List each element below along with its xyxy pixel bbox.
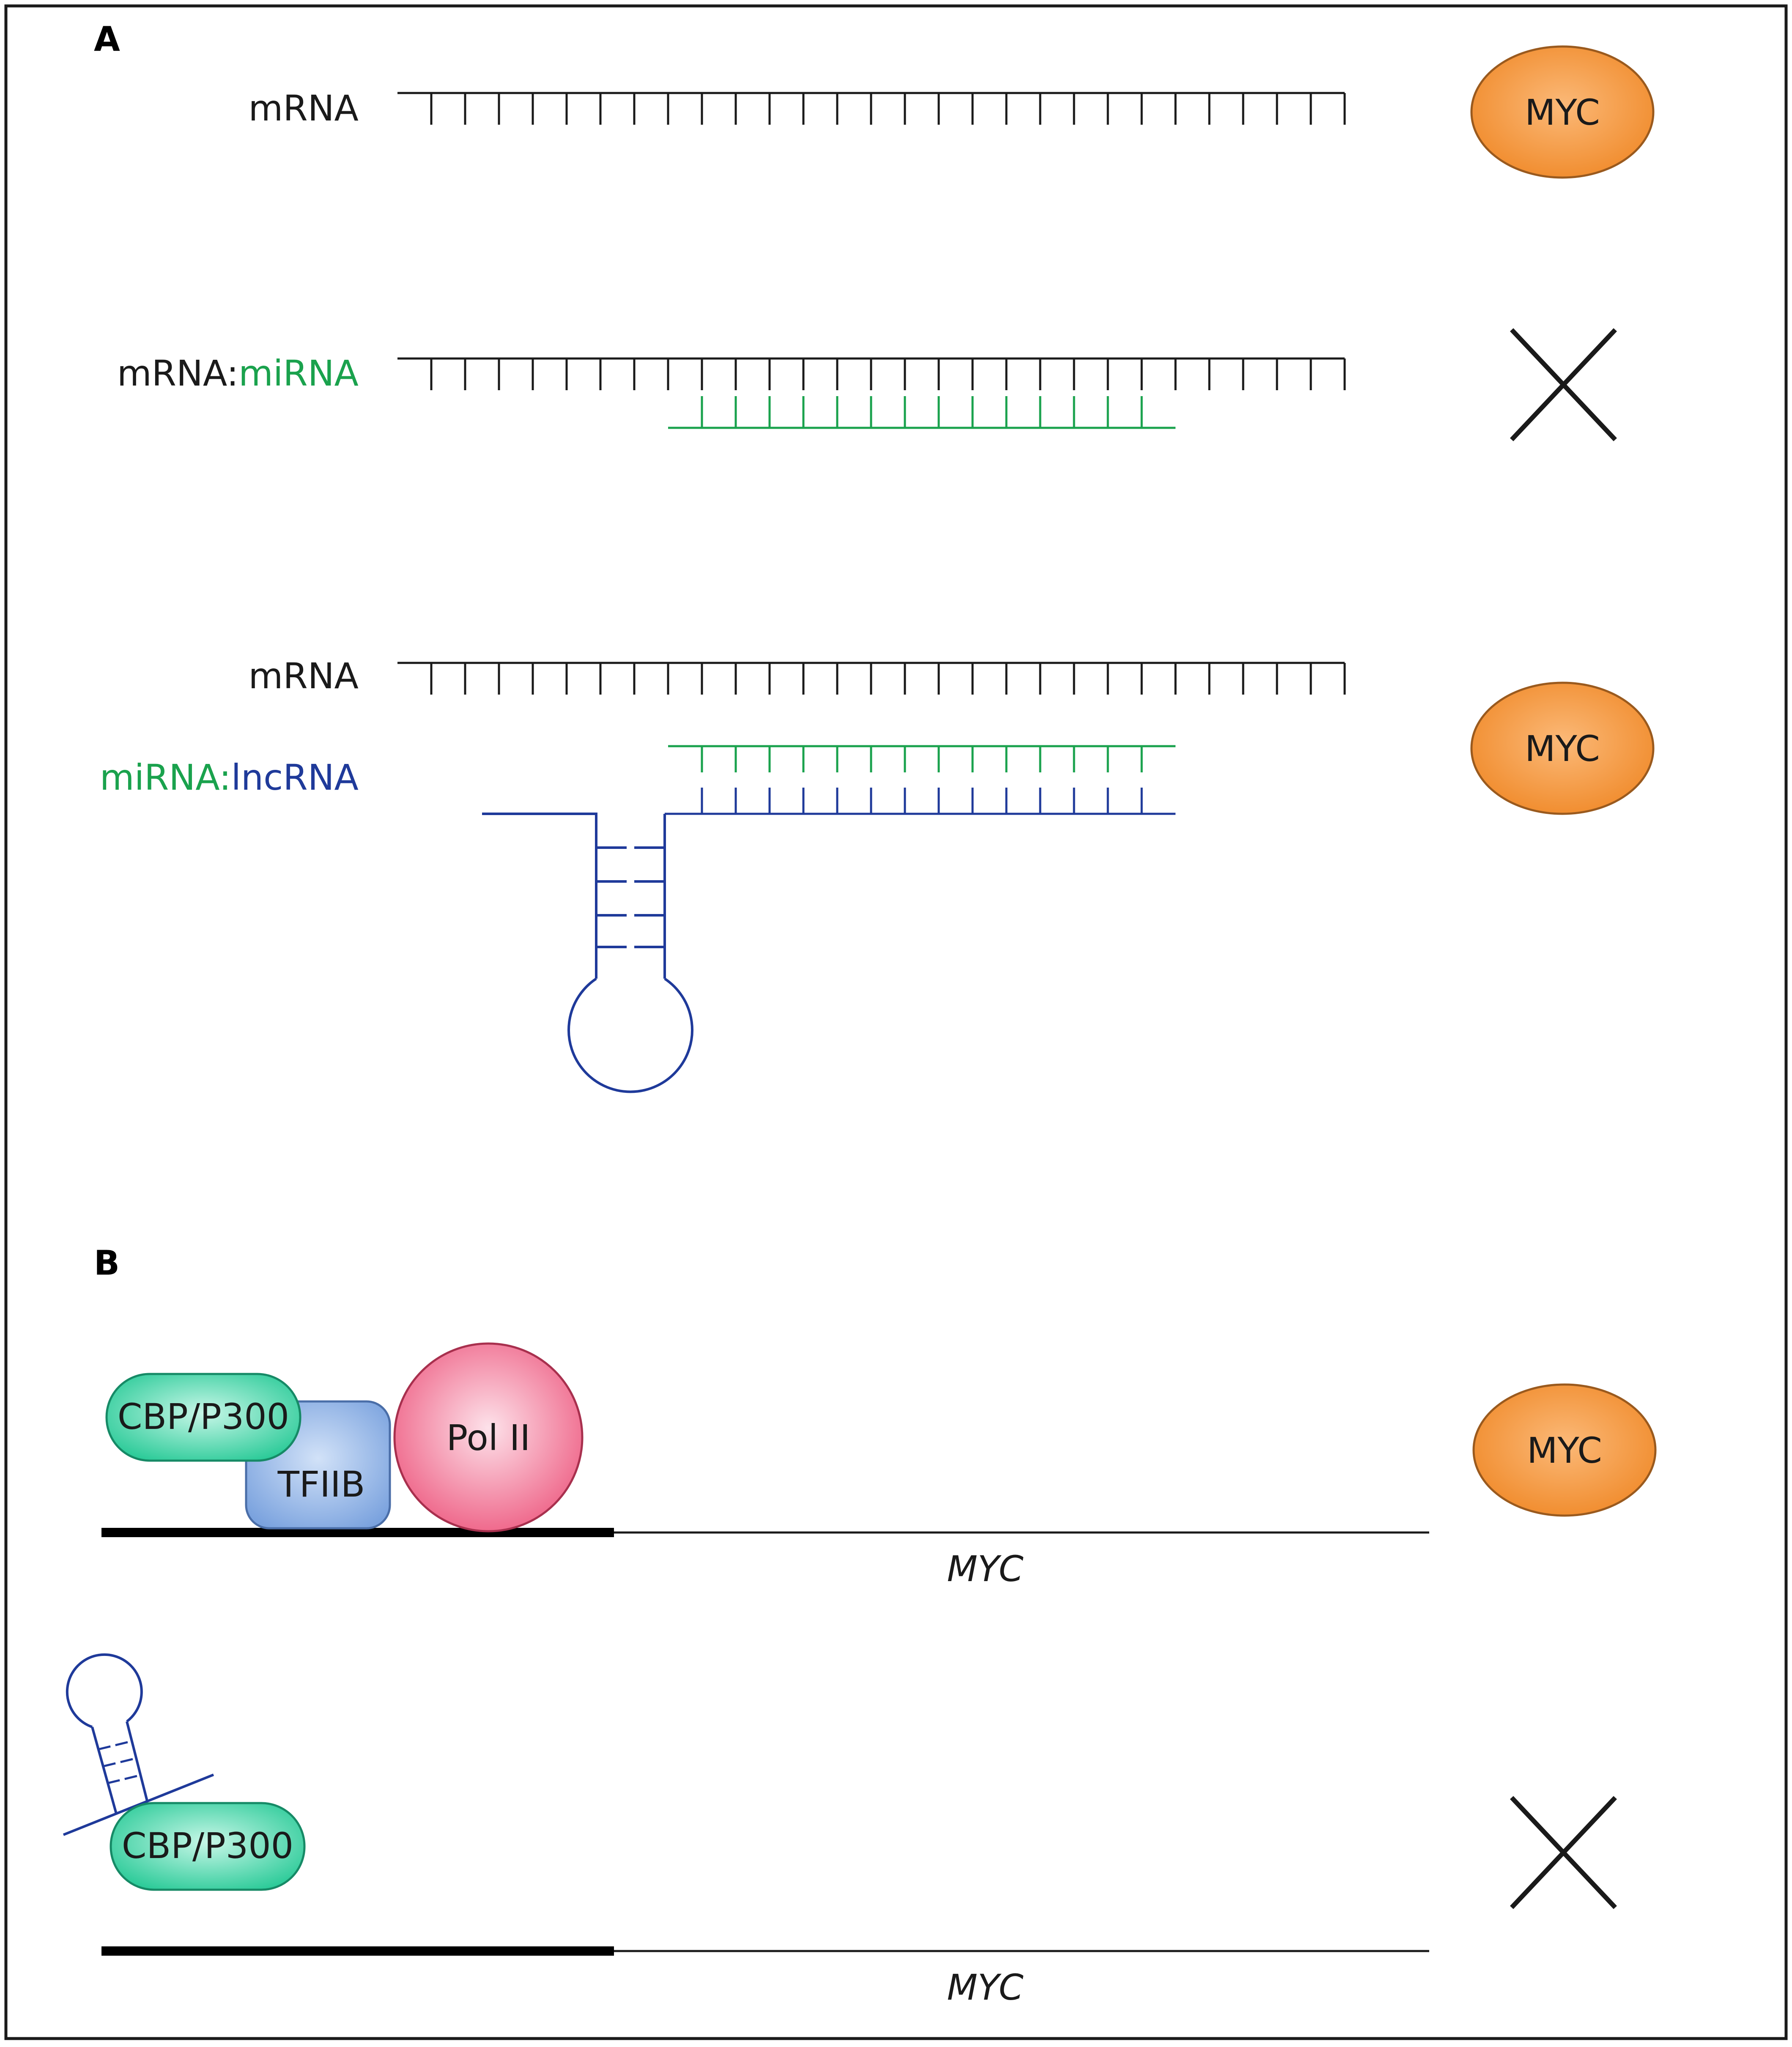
b1-myc-gene-label: MYC [947,1548,1024,1590]
row3-mrna-strand [397,662,1346,695]
tfiib-label: TFIIB [277,1464,365,1505]
panel-a-letter: A [94,19,120,59]
myc-protein-label: MYC [1527,1430,1602,1471]
row3-mirna-lncrna-label: miRNA:lncRNA [100,757,359,798]
row2-label-mrna: mRNA: [117,353,238,394]
row1-mrna-label: mRNA [249,88,359,129]
cbp-p300-label: CBP/P300 [122,1825,293,1866]
row2-blocked-x-icon [1510,328,1617,441]
row1-mrna-strand [397,92,1346,125]
row2-label-mirna: miRNA [238,353,359,394]
row3-myc-protein: MYC [1470,681,1655,815]
b2-myc-gene-label: MYC [947,1967,1024,2008]
b2-cbp-p300-protein: CBP/P300 [110,1802,306,1891]
row3-mrna-label: mRNA [249,655,359,697]
row2-mrna-mirna-label: mRNA:miRNA [117,353,359,394]
row3-label-mirna: miRNA: [100,757,231,798]
row2-mrna-strand [397,357,1346,390]
myc-ellipse [1470,45,1655,179]
lncrna-hairpin-icon [482,813,693,1093]
pol-ii-protein: Pol II [393,1342,584,1533]
cbp-p300-protein: CBP/P300 [105,1373,301,1462]
myc-ellipse [1472,1383,1657,1517]
myc-protein-label: MYC [1525,728,1600,769]
row2-mirna-strand [668,396,1175,429]
figure-border [4,4,1788,2040]
pol-ii-label: Pol II [447,1417,531,1459]
b2-blocked-x-icon [1510,1796,1617,1909]
b1-myc-protein: MYC [1472,1383,1657,1517]
myc-protein-label: MYC [1525,92,1600,133]
myc-ellipse [1470,681,1655,815]
row1-myc-protein: MYC [1470,45,1655,179]
row3-mirna-strand [668,745,1175,772]
row3-lncrna-strand [665,788,1175,815]
lncrna-hairpin-small-icon [63,1653,214,1836]
cbp-p300-label: CBP/P300 [118,1396,289,1437]
row3-label-lncrna: lncRNA [231,757,359,798]
panel-b-letter: B [94,1243,120,1283]
